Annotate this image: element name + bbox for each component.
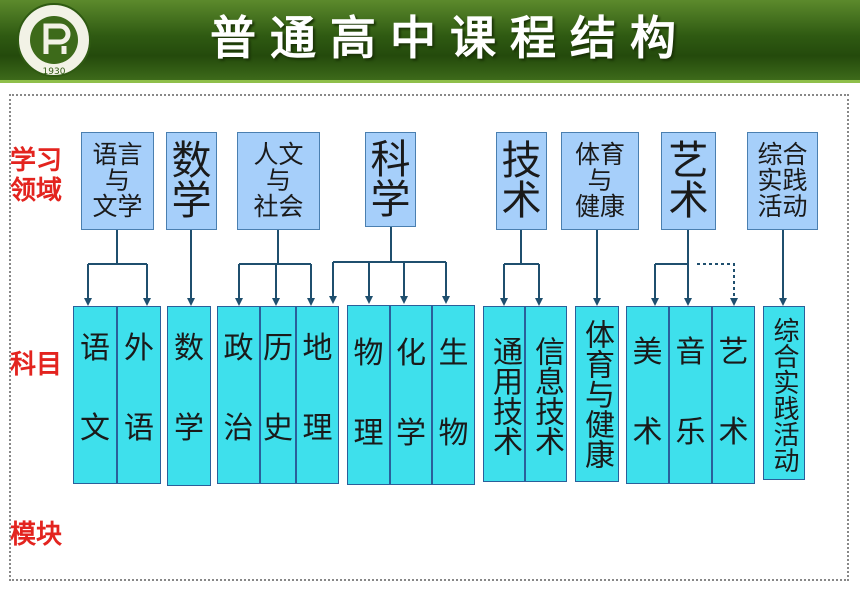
subject-chinese: 语 文 [73,306,117,484]
subject-geography: 地 理 [296,306,339,484]
subject-history: 历 史 [260,306,296,484]
domain-pe-health: 体育 与 健康 [561,132,639,230]
subject-general-technology: 通用技术 [483,306,525,482]
domain-technology: 技 术 [496,132,547,230]
subject-arts: 艺 术 [712,306,755,484]
side-label-module: 模块 [10,520,63,550]
subject-pe-health: 体育与健康 [575,306,619,482]
subject-physics: 物 理 [347,305,390,485]
subject-politics: 政 治 [217,306,260,484]
domain-humanities-society: 人文 与 社会 [237,132,320,230]
side-label-subject: 科目 [10,350,63,380]
header-divider [0,80,860,83]
side-label-domain: 学习 领域 [10,146,63,206]
subject-foreign-language: 外 语 [117,306,161,484]
domain-comprehensive-practice: 综合 实践 活动 [747,132,818,230]
logo-year: 1930 [43,67,66,77]
domain-arts: 艺 术 [661,132,716,230]
diagram-frame [9,94,849,581]
subject-music: 音 乐 [669,306,712,484]
domain-language-literature: 语言 与 文学 [81,132,154,230]
subject-information-technology: 信息技术 [525,306,567,482]
domain-math: 数 学 [166,132,217,230]
subject-math: 数 学 [167,306,211,486]
subject-fine-arts: 美 术 [626,306,669,484]
subject-comprehensive-practice: 综合实践活动 [763,306,805,480]
header-bar [0,0,860,80]
subject-biology: 生 物 [432,305,475,485]
school-logo-icon: 1930 [17,3,91,77]
subject-chemistry: 化 学 [390,305,432,485]
page-title: 普通高中课程结构 [210,11,690,65]
domain-science: 科 学 [365,132,416,227]
